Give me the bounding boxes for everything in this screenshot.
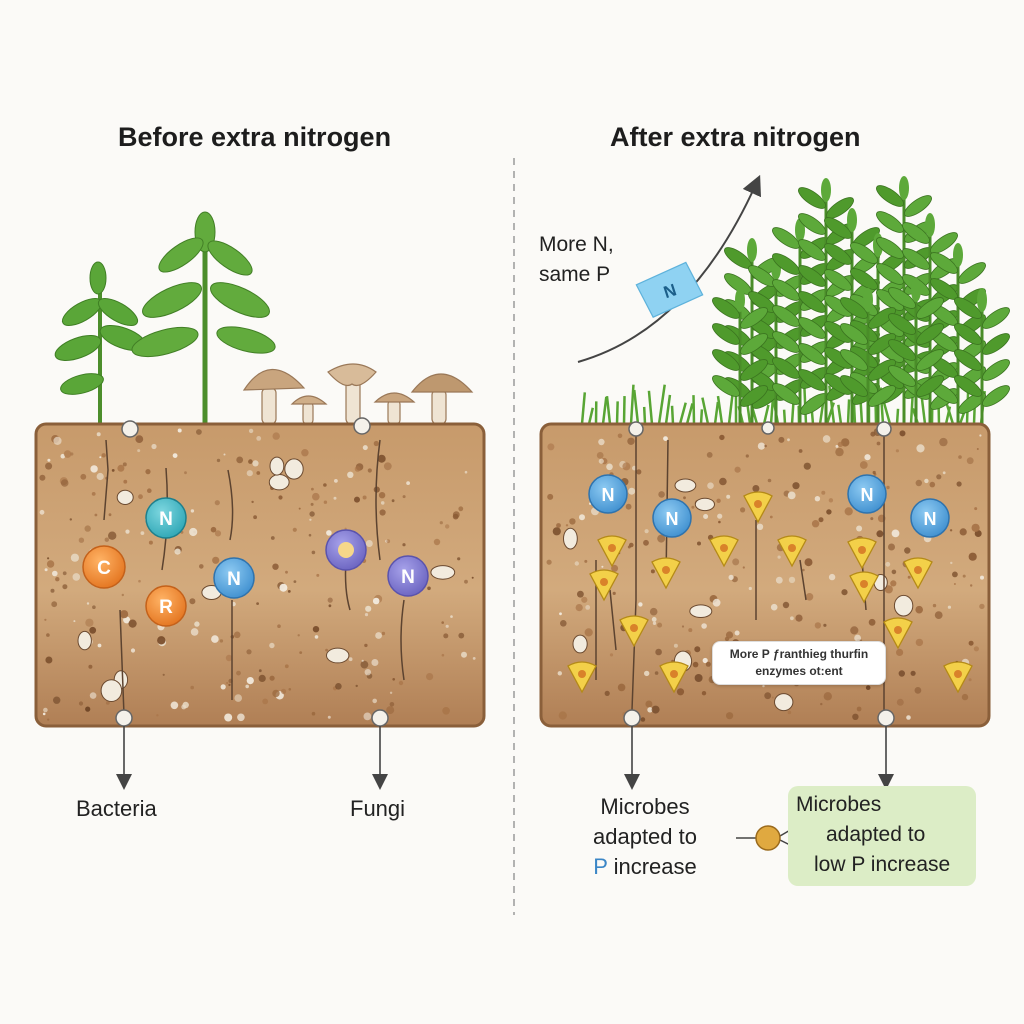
soil-particles <box>546 428 985 722</box>
nutrient-n: N <box>910 498 950 538</box>
nutrient-r: R <box>145 585 187 627</box>
microbes-low-p-label: Microbes adapted to low P increase <box>796 790 972 880</box>
increase-text: increase <box>607 854 697 879</box>
svg-text:N: N <box>401 567 415 588</box>
fungi-label: Fungi <box>350 796 406 821</box>
nutrient-c: C <box>82 545 126 589</box>
microbes-line2: adapted to <box>593 824 697 849</box>
nutrient-n: N <box>652 498 692 538</box>
connector-node <box>876 421 892 437</box>
connector-node <box>623 709 641 727</box>
svg-text:N: N <box>861 485 874 505</box>
p-symbol: P <box>593 854 608 879</box>
arrow-label-line2: same P <box>539 263 611 286</box>
tall-plant <box>131 211 276 425</box>
small-plant <box>54 261 147 425</box>
low-p-line2: adapted to <box>826 823 926 846</box>
phosphorus-coin-icon <box>755 825 781 851</box>
nutrient-n-teal: N <box>145 497 187 539</box>
connector-node <box>121 420 139 438</box>
fungi-node <box>325 529 367 571</box>
svg-text:C: C <box>97 558 111 579</box>
nutrient-n: N <box>588 474 628 514</box>
soil-block <box>34 422 486 728</box>
mushrooms <box>242 363 474 425</box>
low-p-line1: Microbes <box>796 793 882 816</box>
before-title: Before extra nitrogen <box>118 122 392 152</box>
after-title: After extra nitrogen <box>610 122 861 152</box>
callout-line2: enzymes ot:ent <box>755 664 843 678</box>
svg-text:N: N <box>602 485 615 505</box>
callout-line1: More P ƒranthieg thurfin <box>729 647 869 661</box>
arrow-label-line1: More N, <box>539 233 614 256</box>
nutrient-n: N <box>847 474 887 514</box>
low-p-microbes-box <box>788 786 976 886</box>
before-panel: N C R N N <box>34 211 486 790</box>
svg-text:N: N <box>924 509 937 529</box>
nitrogen-tag: N <box>635 261 704 318</box>
enzyme-callout: More P ƒranthieg thurfin enzymes ot:ent <box>712 641 886 685</box>
nutrient-n-purple: N <box>387 555 429 597</box>
bacteria-label: Bacteria <box>76 796 157 821</box>
connector-node <box>628 421 644 437</box>
nutrient-n: N <box>213 557 255 599</box>
p-enzymes <box>567 491 973 694</box>
low-p-line3: low P increase <box>814 853 951 876</box>
svg-text:N: N <box>666 509 679 529</box>
svg-text:N: N <box>159 509 173 530</box>
connector-node <box>371 709 389 727</box>
microbes-line1: Microbes <box>600 794 690 819</box>
svg-text:R: R <box>159 597 173 618</box>
connector-node <box>353 417 371 435</box>
connector-node <box>877 709 895 727</box>
svg-text:N: N <box>227 569 241 590</box>
microbes-line3: P increase <box>570 852 720 882</box>
microbes-adapted-label: Microbes adapted to P increase <box>570 792 720 882</box>
connector-node <box>115 709 133 727</box>
more-n-label: More N, same P <box>539 230 614 290</box>
dense-plants <box>712 176 1010 424</box>
svg-text:N: N <box>661 280 679 302</box>
connector-node <box>761 421 775 435</box>
